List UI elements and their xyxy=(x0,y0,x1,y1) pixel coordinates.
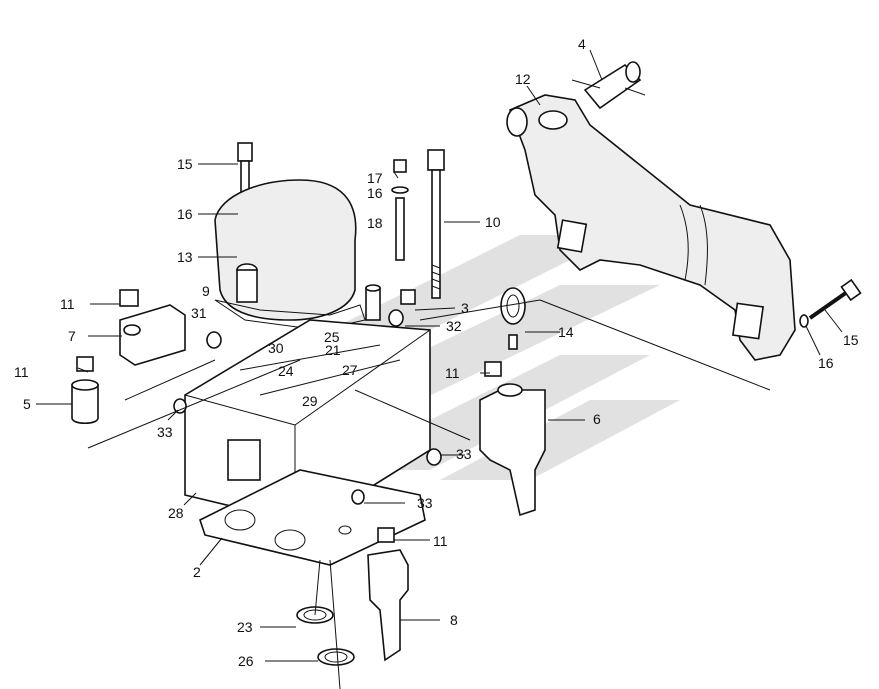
callout-32: 32 xyxy=(446,318,462,334)
callout-9: 9 xyxy=(202,283,210,299)
ring-26 xyxy=(317,648,355,666)
ring-31 xyxy=(206,331,222,349)
rocker-bracket-6 xyxy=(479,361,546,517)
nut-11-left-top xyxy=(119,289,139,307)
ring-33-mid xyxy=(426,448,442,466)
callout-3: 3 xyxy=(461,300,469,316)
nut-3 xyxy=(400,289,416,305)
ring-33-left xyxy=(173,398,187,414)
callout-7: 7 xyxy=(68,328,76,344)
callout-11: 11 xyxy=(433,533,448,549)
callout-33: 33 xyxy=(456,446,472,462)
callout-23: 23 xyxy=(237,619,253,635)
part-4-pin xyxy=(571,61,646,110)
rocker-bracket-8 xyxy=(367,527,409,662)
callout-labels: 4 12 15 16 13 17 16 18 10 9 11 7 31 3 32… xyxy=(14,36,859,669)
callout-21: 21 xyxy=(325,342,341,358)
callout-16: 16 xyxy=(818,355,834,371)
callout-33: 33 xyxy=(417,495,433,511)
bolt-15-right xyxy=(799,278,862,328)
valve-cover-13 xyxy=(214,179,357,321)
callout-25: 25 xyxy=(324,329,340,345)
bracket-7 xyxy=(119,304,186,366)
callout-18: 18 xyxy=(367,215,383,231)
callout-29: 29 xyxy=(302,393,318,409)
callout-12: 12 xyxy=(515,71,531,87)
callout-11: 11 xyxy=(14,364,29,380)
callout-26: 26 xyxy=(238,653,254,669)
callout-16: 16 xyxy=(367,185,383,201)
callout-13: 13 xyxy=(177,249,193,265)
callout-6: 6 xyxy=(593,411,601,427)
callout-27: 27 xyxy=(342,362,358,378)
stud-18-assembly xyxy=(391,159,409,261)
callout-33: 33 xyxy=(157,424,173,440)
callout-31: 31 xyxy=(191,305,207,321)
callout-11: 11 xyxy=(445,365,460,381)
leader-lines xyxy=(36,49,843,689)
callout-10: 10 xyxy=(485,214,501,230)
callout-15: 15 xyxy=(843,332,859,348)
exhaust-manifold xyxy=(506,94,796,361)
callout-16: 16 xyxy=(177,206,193,222)
ring-32 xyxy=(388,309,404,327)
bolt-10 xyxy=(427,149,445,299)
callout-15: 15 xyxy=(177,156,193,172)
sleeve-5 xyxy=(71,379,99,425)
callout-4: 4 xyxy=(578,36,586,52)
callout-24: 24 xyxy=(278,363,294,379)
callout-2: 2 xyxy=(193,564,201,580)
gasket-9 xyxy=(214,299,366,331)
injector-25 xyxy=(365,284,381,321)
callout-28: 28 xyxy=(168,505,184,521)
callout-5: 5 xyxy=(23,396,31,412)
callout-17: 17 xyxy=(367,170,383,186)
callout-8: 8 xyxy=(450,612,458,628)
callout-14: 14 xyxy=(558,324,574,340)
callout-11: 11 xyxy=(60,296,75,312)
ring-33-low xyxy=(351,489,365,505)
callout-30: 30 xyxy=(268,340,284,356)
head-gasket-2 xyxy=(199,469,426,566)
